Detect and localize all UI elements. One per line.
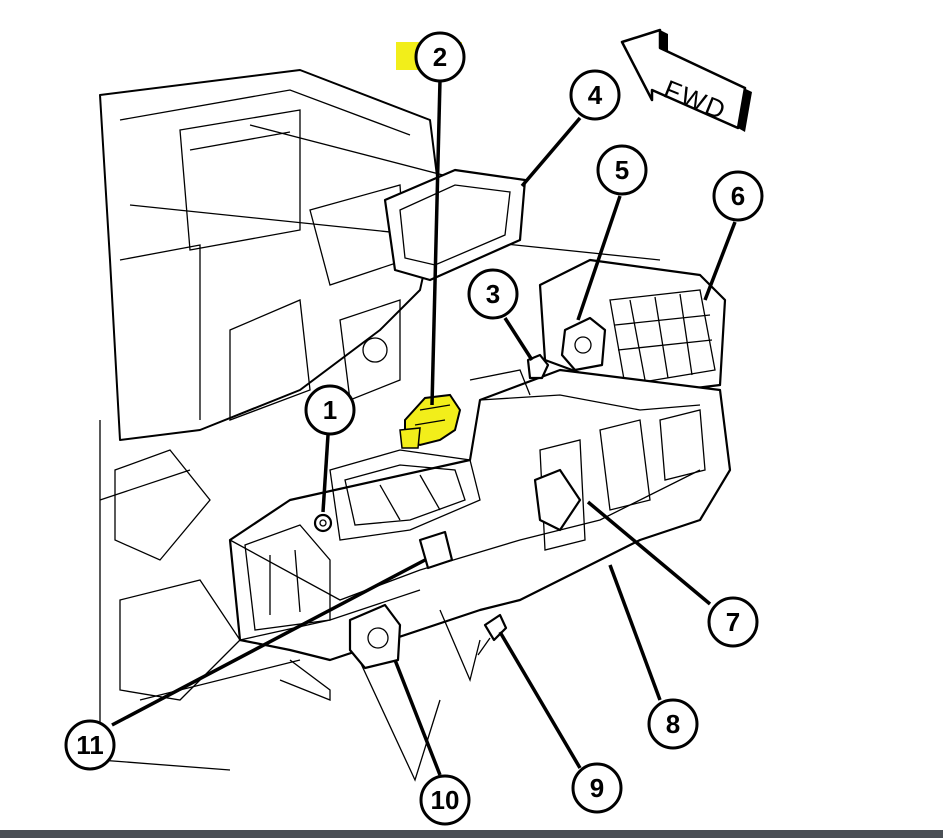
screw-part-9 xyxy=(477,613,508,656)
highlighted-part-2 xyxy=(399,393,462,449)
bracket-part-11 xyxy=(418,530,454,570)
svg-text:8: 8 xyxy=(666,709,680,739)
leader-4 xyxy=(520,116,582,188)
leader-8 xyxy=(608,564,662,701)
actuator-part-7 xyxy=(533,468,582,532)
svg-text:3: 3 xyxy=(486,279,500,309)
svg-text:9: 9 xyxy=(590,773,604,803)
mode-door-actuator-part-5 xyxy=(560,316,607,372)
leader-10 xyxy=(393,659,442,776)
leader-6 xyxy=(703,221,737,301)
callout-6: 6 xyxy=(712,170,764,222)
svg-text:1: 1 xyxy=(323,395,337,425)
callout-8: 8 xyxy=(647,698,699,750)
leader-lines xyxy=(111,79,737,776)
main-hvac-housing xyxy=(228,368,732,782)
inlet-seal-part-4 xyxy=(383,168,527,282)
leader-5 xyxy=(576,195,622,321)
callout-4: 4 xyxy=(569,69,621,121)
leader-9 xyxy=(498,631,582,769)
callout-10: 10 xyxy=(419,774,471,826)
footer-bar xyxy=(0,830,943,838)
callout-1: 1 xyxy=(304,384,356,436)
nut-part-3 xyxy=(526,353,550,380)
callout-labels: 1 2 3 4 5 6 7 8 xyxy=(64,31,764,826)
actuator-part-10 xyxy=(348,603,402,670)
callout-5: 5 xyxy=(596,144,648,196)
leader-7 xyxy=(586,500,712,606)
callout-11: 11 xyxy=(64,719,116,771)
svg-text:10: 10 xyxy=(431,785,460,815)
callout-2: 2 xyxy=(396,31,466,83)
callout-9: 9 xyxy=(571,762,623,814)
nut-part-1 xyxy=(313,513,333,533)
leader-3 xyxy=(503,317,534,361)
svg-text:5: 5 xyxy=(615,155,629,185)
leader-11 xyxy=(111,558,426,727)
svg-text:2: 2 xyxy=(433,42,447,72)
svg-text:7: 7 xyxy=(726,607,740,637)
svg-text:4: 4 xyxy=(588,80,603,110)
leader-1 xyxy=(321,434,330,513)
callout-7: 7 xyxy=(707,596,759,648)
callout-3: 3 xyxy=(467,268,519,320)
fwd-direction-arrow: FWD xyxy=(620,28,752,132)
svg-text:6: 6 xyxy=(731,181,745,211)
leader-2 xyxy=(430,79,442,406)
svg-text:11: 11 xyxy=(76,730,104,760)
